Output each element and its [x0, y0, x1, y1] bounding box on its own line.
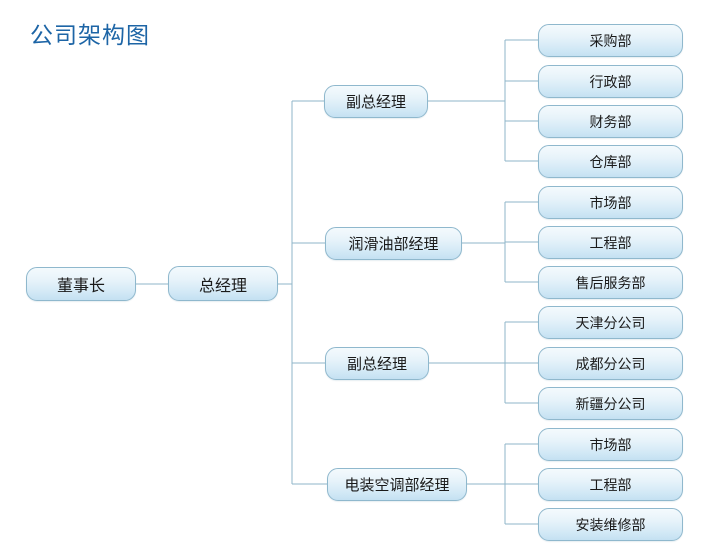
node-lubricant-manager-label: 润滑油部经理 [348, 236, 439, 253]
node-deputy-gm-2[interactable]: 副总经理 [325, 347, 429, 380]
node-hvac-installation-label: 安装维修部 [575, 516, 646, 533]
node-lub-marketing[interactable]: 市场部 [538, 186, 683, 219]
node-deputy-gm-1[interactable]: 副总经理 [324, 85, 428, 118]
node-deputy-gm-1-label: 副总经理 [345, 94, 406, 111]
node-deputy-gm-2-label: 副总经理 [346, 356, 407, 373]
node-branch-chengdu[interactable]: 成都分公司 [538, 347, 683, 380]
node-general-manager[interactable]: 总经理 [168, 266, 278, 301]
node-chairman-label: 董事长 [56, 278, 105, 295]
node-lub-aftersales-label: 售后服务部 [575, 274, 646, 291]
node-branch-chengdu-label: 成都分公司 [575, 355, 646, 372]
node-dept-finance[interactable]: 财务部 [538, 105, 683, 138]
node-hvac-marketing-label: 市场部 [589, 436, 632, 453]
page-title: 公司架构图 [30, 22, 150, 48]
node-hvac-installation[interactable]: 安装维修部 [538, 508, 683, 541]
node-branch-tianjin-label: 天津分公司 [575, 314, 646, 331]
node-dept-purchasing-label: 采购部 [589, 32, 632, 49]
node-dept-administration-label: 行政部 [589, 73, 632, 90]
node-dept-warehouse[interactable]: 仓库部 [538, 145, 683, 178]
node-lub-engineering-label: 工程部 [589, 234, 632, 251]
node-branch-xinjiang[interactable]: 新疆分公司 [538, 387, 683, 420]
node-branch-tianjin[interactable]: 天津分公司 [538, 306, 683, 339]
node-lub-marketing-label: 市场部 [589, 194, 632, 211]
node-dept-finance-label: 财务部 [589, 113, 632, 130]
node-lub-engineering[interactable]: 工程部 [538, 226, 683, 259]
node-dept-warehouse-label: 仓库部 [589, 153, 632, 170]
node-lub-aftersales[interactable]: 售后服务部 [538, 266, 683, 299]
node-dept-purchasing[interactable]: 采购部 [538, 24, 683, 57]
node-general-manager-label: 总经理 [198, 277, 247, 295]
node-hvac-marketing[interactable]: 市场部 [538, 428, 683, 461]
node-hvac-engineering[interactable]: 工程部 [538, 468, 683, 501]
node-branch-xinjiang-label: 新疆分公司 [575, 395, 646, 412]
node-hvac-engineering-label: 工程部 [589, 476, 632, 493]
node-chairman[interactable]: 董事长 [26, 267, 136, 301]
node-hvac-manager-label: 电装空调部经理 [344, 477, 450, 494]
node-hvac-manager[interactable]: 电装空调部经理 [327, 468, 467, 501]
node-lubricant-manager[interactable]: 润滑油部经理 [325, 227, 462, 260]
node-dept-administration[interactable]: 行政部 [538, 65, 683, 98]
